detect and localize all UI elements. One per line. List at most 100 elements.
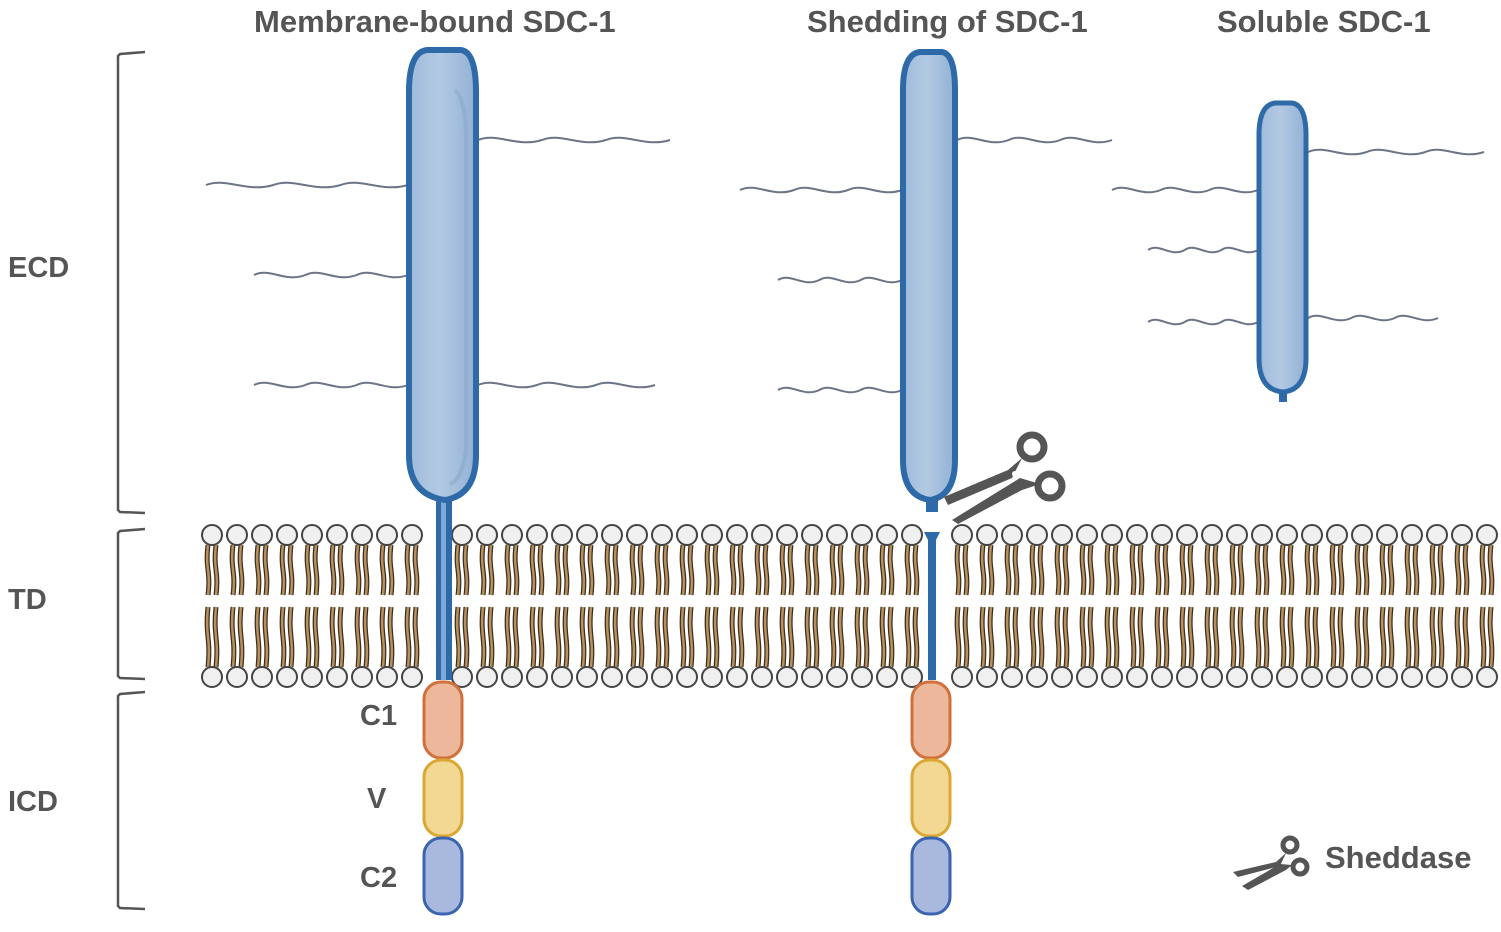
lipid-head xyxy=(1376,666,1398,688)
lipid-head xyxy=(301,524,323,546)
lipid-head xyxy=(676,524,698,546)
lipid-tail xyxy=(455,606,461,668)
lipid-tail xyxy=(963,544,969,596)
lipid-tail xyxy=(230,606,236,668)
lipid-tail xyxy=(1038,544,1044,596)
gag-chain xyxy=(1307,314,1439,322)
lipid-head xyxy=(401,524,423,546)
lipid-head xyxy=(376,666,398,688)
lipid-tail xyxy=(1463,606,1469,668)
soluble-sdc1 xyxy=(1256,100,1309,402)
lipid-tail xyxy=(1030,606,1036,668)
lipid-tail xyxy=(1138,606,1144,668)
gag-chain xyxy=(253,381,409,389)
lipid-head xyxy=(1176,666,1198,688)
lipid-tail xyxy=(488,606,494,668)
lipid-head xyxy=(1001,666,1023,688)
lipid-head xyxy=(651,524,673,546)
lipid-tail xyxy=(863,606,869,668)
lipid-tail xyxy=(738,606,744,668)
lipid-tail xyxy=(755,544,761,596)
lipid-tail xyxy=(255,544,261,596)
lipid-tail xyxy=(1163,544,1169,596)
lipid-tail xyxy=(263,544,269,596)
lipid-tail xyxy=(338,606,344,668)
lipid-head xyxy=(1176,524,1198,546)
lipid-tail xyxy=(288,606,294,668)
lipid-tail xyxy=(530,544,536,596)
lipid-head xyxy=(1251,666,1273,688)
lipid-tail xyxy=(1055,544,1061,596)
lipid-head xyxy=(1276,666,1298,688)
lipid-tail xyxy=(1363,606,1369,668)
domain-label-c1: C1 xyxy=(360,700,398,732)
lipid-tail xyxy=(713,606,719,668)
lipid-head xyxy=(476,524,498,546)
lipid-head xyxy=(1076,666,1098,688)
lipid-head xyxy=(201,524,223,546)
lipid-head xyxy=(301,666,323,688)
lipid-tail xyxy=(880,606,886,668)
lipid-tail xyxy=(613,544,619,596)
lipid-head xyxy=(1151,524,1173,546)
lipid-tail xyxy=(455,544,461,596)
lipid-tail xyxy=(1380,606,1386,668)
gag-chain xyxy=(777,276,903,284)
gag-chain xyxy=(1307,148,1485,156)
lipid-tail xyxy=(1188,544,1194,596)
c2-domain xyxy=(910,836,952,916)
lipid-tail xyxy=(730,544,736,596)
lipid-head xyxy=(1301,666,1323,688)
lipid-tail xyxy=(1405,606,1411,668)
lipid-tail xyxy=(463,606,469,668)
lipid-tail xyxy=(330,544,336,596)
lipid-head xyxy=(251,666,273,688)
lipid-tail xyxy=(913,544,919,596)
lipid-tail xyxy=(1288,544,1294,596)
lipid-head xyxy=(751,666,773,688)
soluble-ectodomain xyxy=(1256,100,1309,395)
ectodomain-shading xyxy=(449,88,468,486)
lipid-tail xyxy=(605,606,611,668)
gag-chain xyxy=(956,136,1113,144)
region-label-ecd: ECD xyxy=(8,252,70,284)
lipid-head xyxy=(601,524,623,546)
lipid-tail xyxy=(1038,606,1044,668)
lipid-tail xyxy=(980,606,986,668)
lipid-head xyxy=(1101,524,1123,546)
lipid-tail xyxy=(1080,606,1086,668)
lipid-tail xyxy=(1305,544,1311,596)
lipid-head xyxy=(1301,524,1323,546)
lipid-head xyxy=(876,666,898,688)
lipid-head xyxy=(1001,524,1023,546)
lipid-head xyxy=(1401,524,1423,546)
lipid-head xyxy=(726,666,748,688)
lipid-head xyxy=(626,524,648,546)
lipid-head xyxy=(1201,666,1223,688)
lipid-tail xyxy=(1480,606,1486,668)
lipid-tail xyxy=(1430,544,1436,596)
lipid-tail xyxy=(830,544,836,596)
lipid-tail xyxy=(338,544,344,596)
lipid-head xyxy=(851,524,873,546)
lipid-tail xyxy=(305,606,311,668)
lipid-tail xyxy=(1280,544,1286,596)
lipid-tail xyxy=(655,606,661,668)
gag-chain xyxy=(477,381,656,389)
lipid-tail xyxy=(630,606,636,668)
lipid-tail xyxy=(1063,544,1069,596)
lipid-tail xyxy=(405,606,411,668)
lipid-tail xyxy=(1338,544,1344,596)
lipid-head xyxy=(826,524,848,546)
lipid-tail xyxy=(1255,544,1261,596)
lipid-tail xyxy=(1238,544,1244,596)
lipid-head xyxy=(1026,666,1048,688)
lipid-tail xyxy=(1088,544,1094,596)
lipid-tail xyxy=(1180,606,1186,668)
lipid-head xyxy=(1026,524,1048,546)
lipid-tail xyxy=(513,544,519,596)
lipid-tail xyxy=(505,544,511,596)
lipid-head xyxy=(976,666,998,688)
lipid-tail xyxy=(1130,544,1136,596)
